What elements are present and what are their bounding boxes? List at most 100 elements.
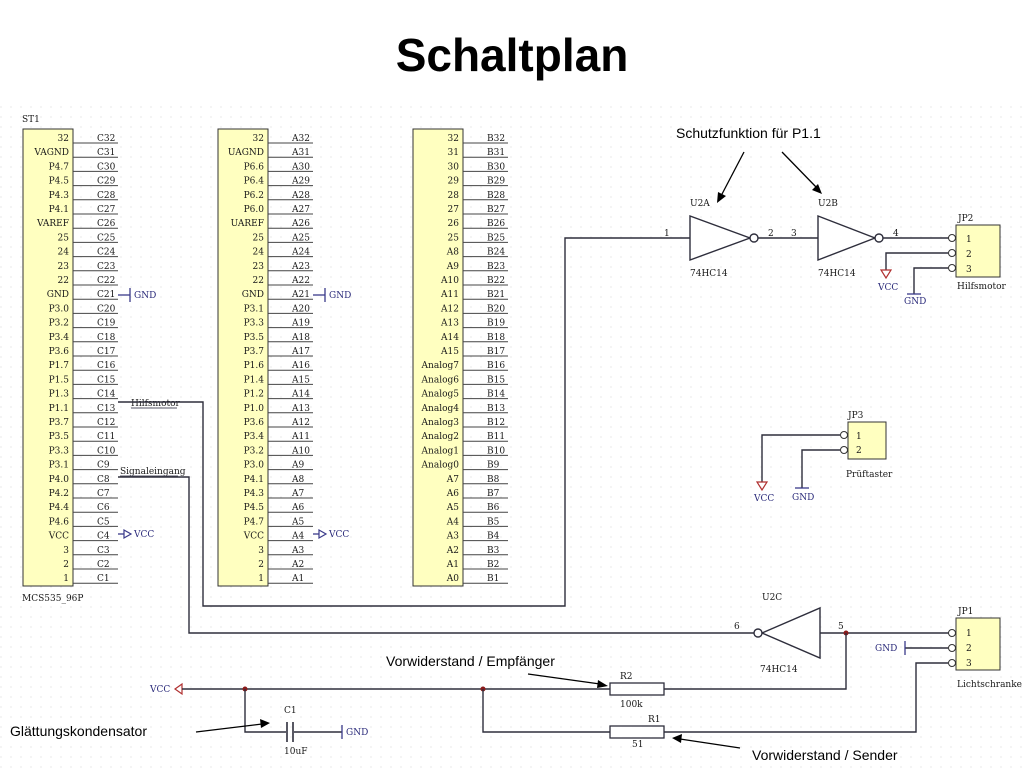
col_b-pin-name: B27 <box>487 205 505 215</box>
col_b-pin-name: B6 <box>487 503 500 513</box>
col_b-pin-name: B9 <box>487 461 500 471</box>
col_b-pin-name: B25 <box>487 233 505 243</box>
col_c-pin-number: P1.3 <box>49 390 70 400</box>
col_a-pin-number: P4.7 <box>244 517 265 527</box>
svg-text:U2A: U2A <box>690 199 710 209</box>
col_c-pin-name: C27 <box>97 205 116 215</box>
col_b-pin-name: B13 <box>487 404 505 414</box>
annotation-schutzfunktion: Schutzfunktion für P1.1 <box>676 125 821 141</box>
col_a-pin-number: P3.1 <box>244 304 264 314</box>
col_a-pin-name: A21 <box>291 290 310 300</box>
col_a-pin-number: P3.6 <box>244 418 265 428</box>
col_c-pin-number: P4.1 <box>49 205 69 215</box>
col_c-pin-number: P1.5 <box>49 375 70 385</box>
col_c-pin-number: P3.4 <box>49 333 70 343</box>
col_a-pin-name: A4 <box>291 532 304 542</box>
svg-text:74HC14: 74HC14 <box>760 665 798 675</box>
svg-text:1: 1 <box>966 629 972 639</box>
annotation-vorwiderstand-empfaenger: Vorwiderstand / Empfänger <box>386 653 555 669</box>
col_a-pin-number: 1 <box>258 574 264 584</box>
svg-text:Lichtschranke: Lichtschranke <box>957 680 1022 690</box>
col_a-pin-name: A6 <box>291 503 304 513</box>
col_b-pin-name: B20 <box>487 304 505 314</box>
col_b-pin-number: A1 <box>446 560 459 570</box>
col_b-pin-number: Analog0 <box>421 461 460 471</box>
col_c-pin-number: P3.1 <box>49 461 69 471</box>
col_a-pin-number: UAGND <box>228 148 264 158</box>
col_a-pin-name: A23 <box>291 262 310 272</box>
col_b-pin-name: B16 <box>487 361 505 371</box>
gnd-label-c1: GND <box>346 728 368 738</box>
col_a-pin-number: P3.4 <box>244 432 265 442</box>
col_a-pin-name: A5 <box>291 517 304 527</box>
svg-text:1: 1 <box>966 235 972 245</box>
col_a-pin-name: A20 <box>291 304 310 314</box>
col_c-pin-number: P3.0 <box>49 304 70 314</box>
col_a-pin-name: A32 <box>291 134 310 144</box>
col_a-pin-number: P3.2 <box>244 446 264 456</box>
svg-text:Prüftaster: Prüftaster <box>846 470 893 480</box>
col_c-pin-name: C23 <box>97 262 116 272</box>
col_a-pin-number: P4.3 <box>244 489 265 499</box>
svg-text:10uF: 10uF <box>284 747 308 757</box>
col_b-pin-number: Analog4 <box>421 404 460 414</box>
col_c-pin-number: GND <box>47 290 69 300</box>
col_c-pin-name: C32 <box>97 134 115 144</box>
col_c-pin-number: 25 <box>58 233 70 243</box>
col_c-pin-number: P3.2 <box>49 319 69 329</box>
vcc-symbol-c4: VCC <box>118 528 154 540</box>
col_b-pin-name: B15 <box>487 375 505 385</box>
col_a-pin-name: A22 <box>291 276 310 286</box>
svg-text:JP3: JP3 <box>847 411 864 421</box>
col_c-pin-name: C16 <box>97 361 116 371</box>
col_b-pin-name: B4 <box>487 532 500 542</box>
vcc-symbol-a4: VCC <box>313 528 349 540</box>
arrow-vorwiderstand-sender <box>672 734 741 749</box>
svg-text:1: 1 <box>664 229 670 239</box>
svg-text:2: 2 <box>966 644 972 654</box>
svg-text:5: 5 <box>838 622 844 632</box>
col_c-pin-number: VAREF <box>36 219 69 229</box>
col_c-pin-number: P4.0 <box>49 475 70 485</box>
col_c-pin-name: C8 <box>97 475 110 485</box>
col_a-pin-number: 2 <box>258 560 264 570</box>
col_c-pin-number: VCC <box>48 532 69 542</box>
col_b-pin-number: 29 <box>448 177 460 187</box>
col_a-pin-number: P3.0 <box>244 461 265 471</box>
col_a-pin-number: P3.5 <box>244 333 265 343</box>
col_b-pin-number: Analog5 <box>421 390 460 400</box>
col_c-pin-number: P3.5 <box>49 432 70 442</box>
svg-text:JP1: JP1 <box>957 607 973 617</box>
col_c-pin-name: C19 <box>97 319 116 329</box>
col_b-pin-number: A0 <box>446 574 459 584</box>
col_a-pin-name: A24 <box>291 248 310 258</box>
col_a-pin-number: P6.6 <box>244 162 265 172</box>
col_b-pin-name: B14 <box>487 390 505 400</box>
col_c-pin-number: P1.7 <box>49 361 70 371</box>
svg-text:GND: GND <box>134 291 156 301</box>
gnd-label-jp1: GND <box>875 644 897 654</box>
svg-text:3: 3 <box>966 265 972 275</box>
col_b-pin-number: A2 <box>446 546 459 556</box>
col_b-pin-number: A9 <box>446 262 459 272</box>
col_a-pin-name: A9 <box>291 461 304 471</box>
col_c-pin-name: C24 <box>97 248 116 258</box>
wire-p11-to-u2a <box>118 237 690 607</box>
col_b-pin-name: B10 <box>487 446 505 456</box>
col_c-pin-name: C14 <box>97 390 116 400</box>
col_c-pin-number: 23 <box>58 262 70 272</box>
col_c-pin-number: P4.4 <box>49 503 70 513</box>
inverter-u2b: U2B 74HC14 3 4 <box>791 199 899 279</box>
col_c-pin-number: 32 <box>58 134 69 144</box>
svg-text:4: 4 <box>893 229 899 239</box>
arrow-schutzfunktion-u2a <box>717 151 745 203</box>
col_c-pin-name: C17 <box>97 347 116 357</box>
svg-text:R2: R2 <box>620 672 633 682</box>
col_c-pin-name: C29 <box>97 177 116 187</box>
col_a-pin-number: 32 <box>253 134 264 144</box>
svg-text:VCC: VCC <box>133 530 154 540</box>
col_b-pin-name: B12 <box>487 418 505 428</box>
net-label-signaleingang: Signaleingang <box>120 467 186 477</box>
